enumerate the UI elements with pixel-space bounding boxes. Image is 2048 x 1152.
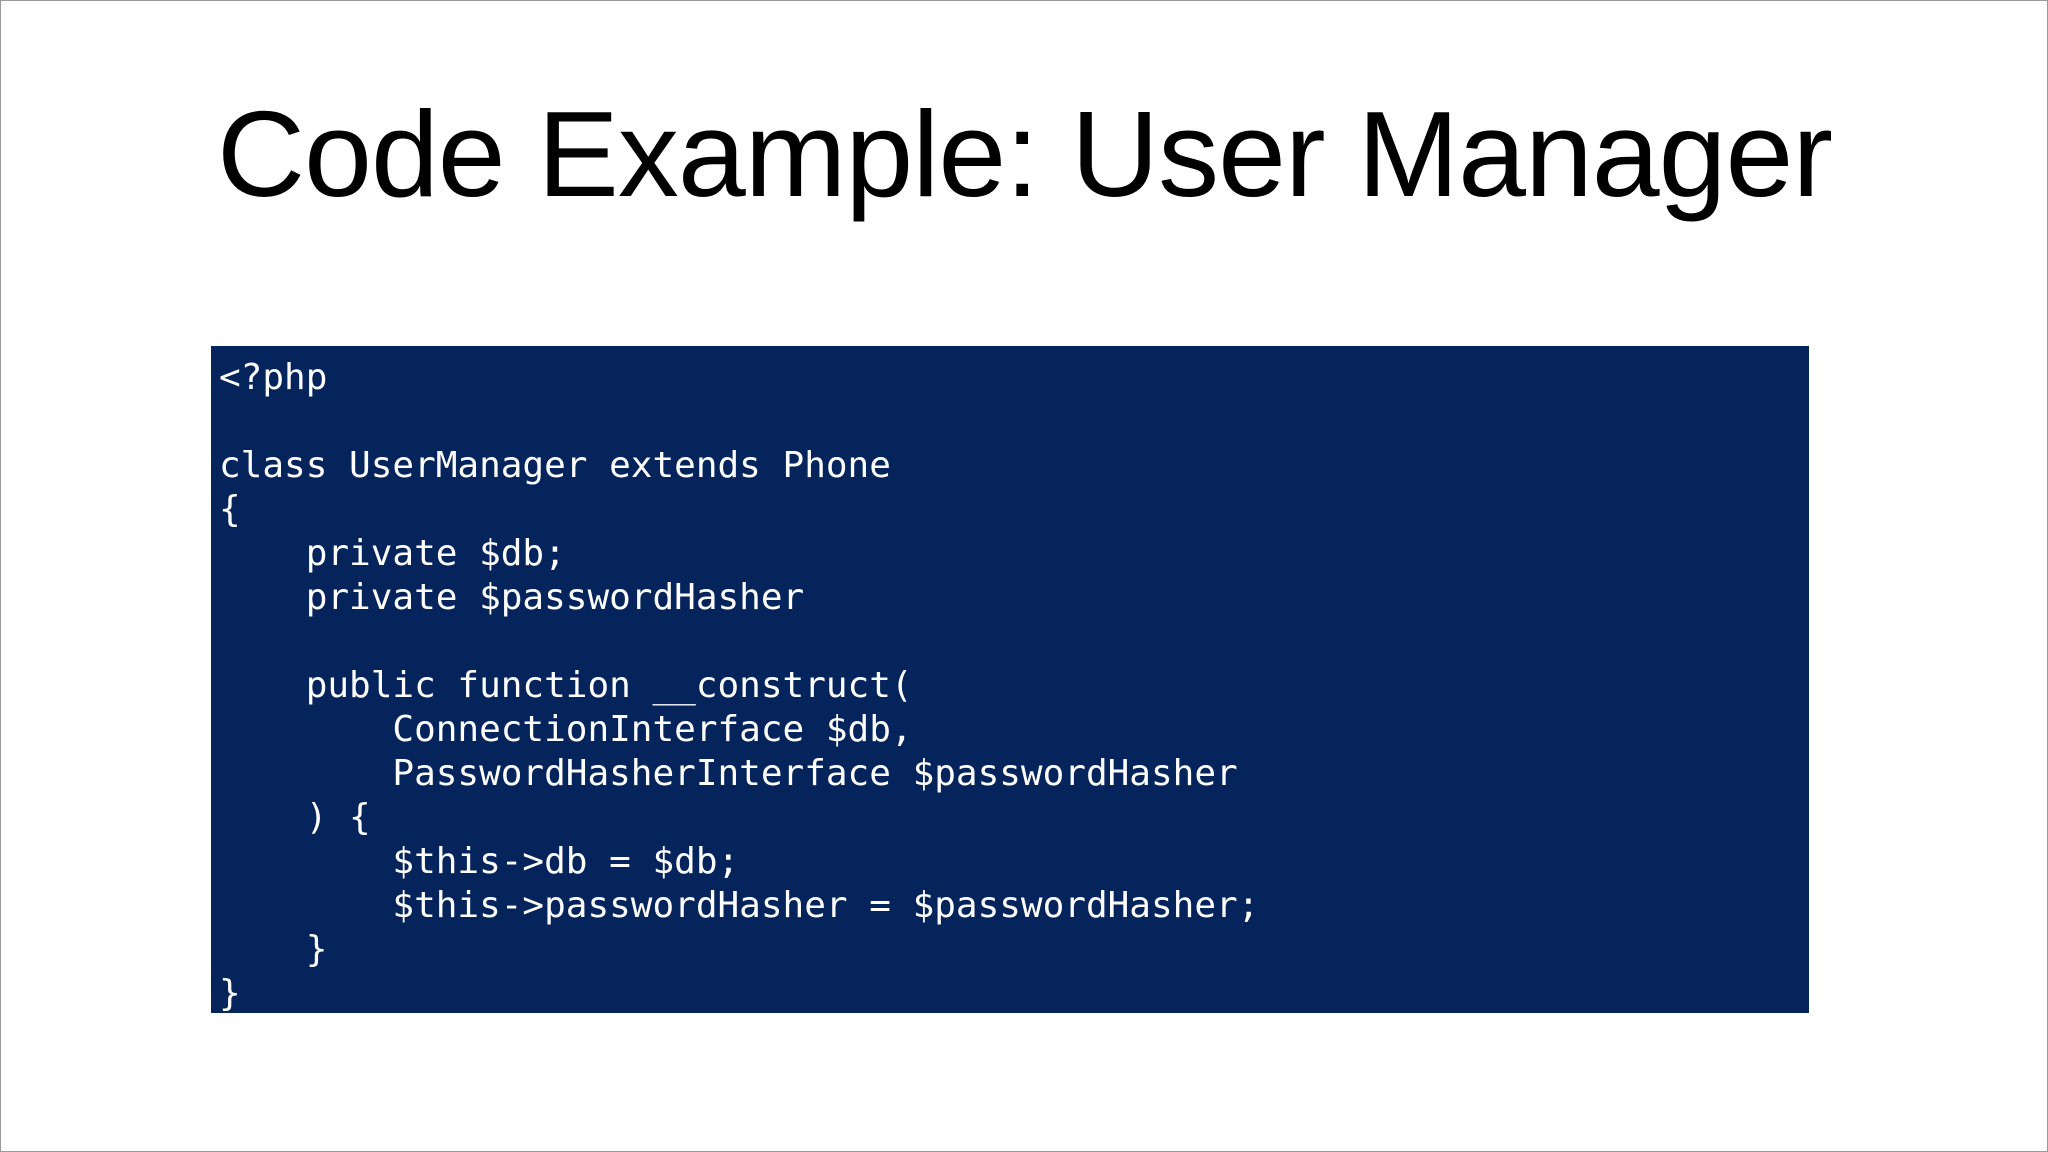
code-line: private $passwordHasher [219, 577, 805, 618]
code-line: private $db; [219, 533, 566, 574]
code-listing: <?php class UserManager extends Phone{ p… [219, 356, 1809, 1013]
code-line: { [219, 489, 241, 530]
code-line: $this->db = $db; [219, 841, 740, 882]
code-line: ) { [219, 797, 371, 838]
code-line: } [219, 973, 241, 1013]
code-line: PasswordHasherInterface $passwordHasher [219, 753, 1238, 794]
code-line: public function __construct( [219, 665, 913, 706]
code-line: ConnectionInterface $db, [219, 709, 913, 750]
code-block: <?php class UserManager extends Phone{ p… [211, 346, 1809, 1013]
code-line: <?php [219, 357, 328, 398]
code-line [219, 400, 1809, 444]
page-title: Code Example: User Manager [217, 86, 1833, 222]
code-line [219, 620, 1809, 664]
code-line: class UserManager extends Phone [219, 445, 891, 486]
code-line: $this->passwordHasher = $passwordHasher; [219, 885, 1260, 926]
code-line: } [219, 929, 328, 970]
